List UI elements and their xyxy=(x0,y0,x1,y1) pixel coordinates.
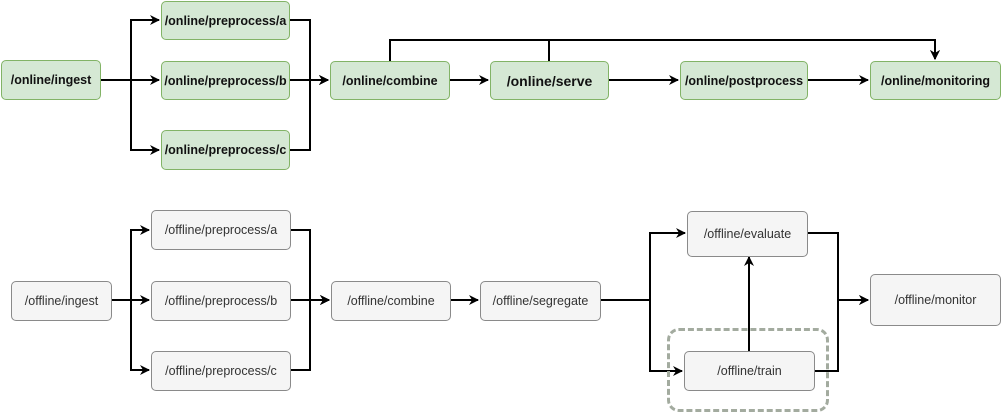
node-online-monitoring[interactable]: /online/monitoring xyxy=(870,61,1001,100)
edge-online-ingest-to-preprocess-c xyxy=(101,79,160,155)
edge-offline-evaluate-to-monitor xyxy=(808,232,869,305)
edge-online-combine-to-monitoring xyxy=(389,39,940,61)
edge-offline-preprocess-c-to-combine xyxy=(291,295,330,371)
node-online-ingest[interactable]: /online/ingest xyxy=(1,60,101,100)
edge-offline-ingest-to-preprocess-a xyxy=(112,225,150,301)
node-online-serve[interactable]: /online/serve xyxy=(490,61,609,100)
node-offline-combine[interactable]: /offline/combine xyxy=(331,281,451,321)
train-group-box xyxy=(667,328,829,412)
node-offline-preprocess-c[interactable]: /offline/preprocess/c xyxy=(151,351,291,391)
node-online-postprocess[interactable]: /online/postprocess xyxy=(680,61,808,100)
node-offline-evaluate[interactable]: /offline/evaluate xyxy=(687,211,808,257)
edge-online-serve-to-monitoring xyxy=(548,39,940,61)
edge-offline-segregate-to-evaluate xyxy=(601,228,686,301)
node-offline-preprocess-b[interactable]: /offline/preprocess/b xyxy=(151,281,291,321)
node-offline-monitor[interactable]: /offline/monitor xyxy=(870,274,1001,326)
node-offline-train[interactable]: /offline/train xyxy=(684,351,815,391)
edge-online-preprocess-c-to-combine xyxy=(290,75,329,151)
node-online-preprocess-b[interactable]: /online/preprocess/b xyxy=(161,61,290,100)
edge-online-ingest-to-preprocess-a xyxy=(101,15,160,81)
node-offline-segregate[interactable]: /offline/segregate xyxy=(480,281,601,321)
edge-offline-preprocess-a-to-combine xyxy=(291,229,330,305)
edge-online-preprocess-a-to-combine xyxy=(290,19,329,85)
node-offline-ingest[interactable]: /offline/ingest xyxy=(11,281,112,321)
node-online-preprocess-c[interactable]: /online/preprocess/c xyxy=(161,130,290,170)
node-online-combine[interactable]: /online/combine xyxy=(330,61,450,100)
node-offline-preprocess-a[interactable]: /offline/preprocess/a xyxy=(151,210,291,250)
node-online-preprocess-a[interactable]: /online/preprocess/a xyxy=(161,1,290,40)
edge-offline-ingest-to-preprocess-c xyxy=(112,299,150,375)
